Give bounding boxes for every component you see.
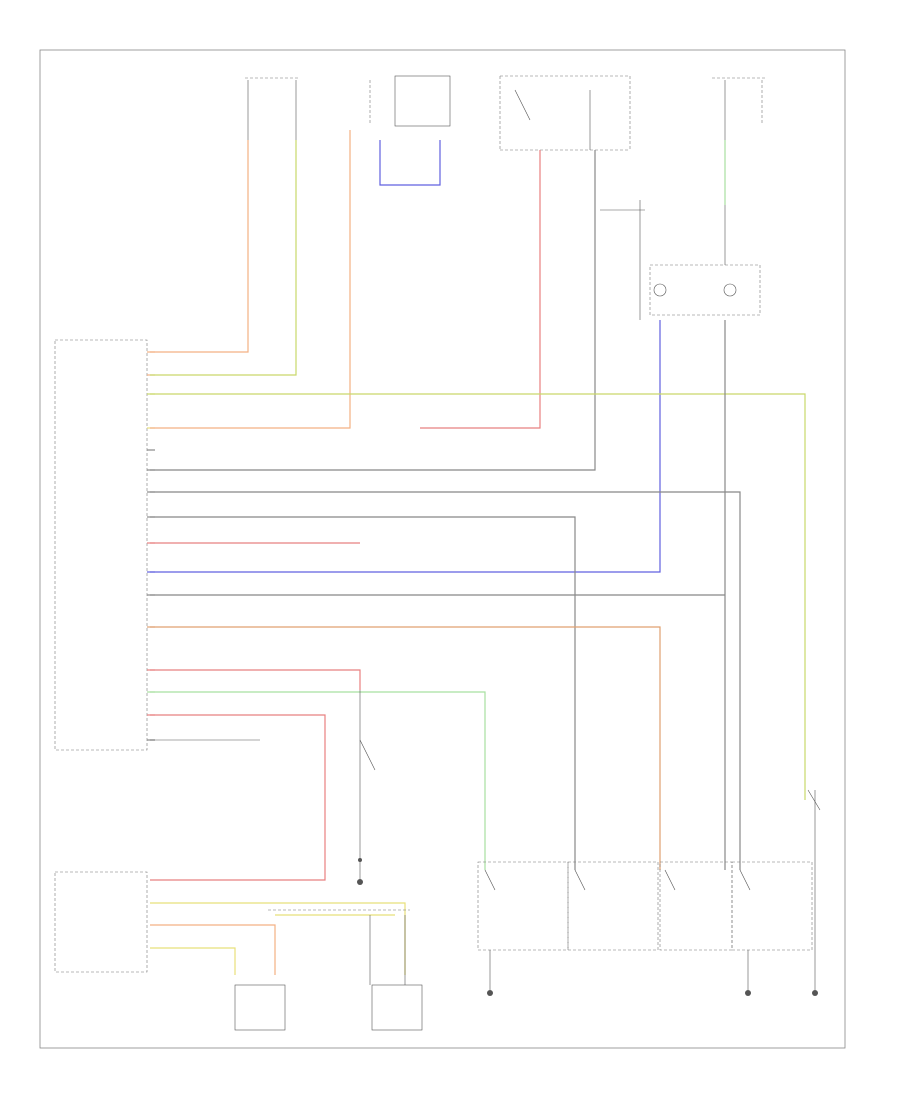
wire-yellowgreen-feed	[150, 140, 297, 376]
top-components	[245, 75, 765, 151]
top-feed-wires	[150, 130, 806, 870]
left-module	[54, 339, 148, 751]
wire-yellowgreen-long	[150, 393, 806, 800]
center-switch	[358, 690, 376, 880]
diagram-border	[39, 49, 846, 1049]
ground-icon	[357, 879, 363, 885]
switch-feed-wires	[150, 491, 741, 881]
lower-module	[54, 871, 148, 973]
relay-block	[600, 200, 761, 320]
lower-module-wires	[150, 902, 423, 1031]
ground-icon	[487, 990, 493, 996]
ground-icon	[745, 990, 751, 996]
module-pin-wires	[147, 351, 155, 741]
wire-blue-loop	[379, 140, 441, 186]
wire-orange-feed-1	[150, 140, 249, 353]
wire-orange-feed-2	[150, 130, 351, 429]
lower-switches	[477, 789, 821, 990]
wire-gray-feed	[150, 150, 596, 471]
wire-red-feed	[420, 150, 541, 429]
ground-symbols	[357, 879, 818, 996]
ground-icon	[812, 990, 818, 996]
wire-blue-long	[150, 320, 661, 573]
